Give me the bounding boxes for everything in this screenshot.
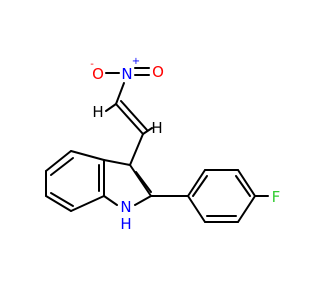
bond-aryl-3-inner	[235, 175, 251, 197]
bond-c6-c7	[45, 195, 72, 212]
bond-aryl-3	[237, 169, 256, 197]
bond-c3-c2	[129, 164, 152, 197]
bond-aryl-1	[187, 169, 206, 197]
bond-c6-c7-inner	[50, 192, 74, 207]
bond-vinyl-double-a	[115, 103, 144, 135]
bond-c2-n1	[134, 195, 152, 206]
atom-oxygen-minus: O	[92, 65, 104, 83]
bond-vinyl-c2-h	[142, 127, 153, 135]
bond-aryl-1-inner	[192, 175, 208, 197]
atom-oxygen-double: O	[152, 63, 164, 81]
nitro-group-bonds	[105, 67, 150, 105]
bond-aryl-6	[187, 195, 206, 223]
atom-fluorine: F	[272, 188, 281, 206]
molecule-svg: O - N + O H H N H F	[45, 56, 280, 233]
atom-labels: O - N + O H H N H F	[90, 56, 280, 233]
bond-c3a-c3	[103, 159, 131, 166]
bond-c7-c7a	[70, 195, 105, 212]
atom-indole-nitrogen: N	[120, 198, 131, 216]
indole-benzene-ring	[45, 150, 105, 212]
molecule-structure-diagram: O - N + O H H N H F	[45, 56, 280, 233]
bond-aryl-4	[237, 195, 256, 223]
atom-nitrogen-nitro: N	[121, 65, 132, 83]
atom-vinyl-h1: H	[92, 103, 103, 121]
bond-vinyl-double-b	[120, 100, 148, 131]
vinyl-bonds	[105, 100, 153, 166]
bond-c3a-c4	[70, 150, 105, 161]
charge-minus: -	[90, 59, 94, 70]
atom-vinyl-h2: H	[151, 119, 162, 137]
indole-pyrrole-ring	[103, 159, 152, 206]
bond-c4-c5-inner	[50, 157, 74, 176]
atom-indole-hydrogen: H	[120, 215, 131, 233]
bond-vinyl-c2-indole-c3	[129, 133, 144, 166]
fluorophenyl-ring	[150, 169, 269, 223]
charge-plus: +	[132, 56, 140, 67]
bond-c4-c5	[45, 150, 72, 172]
bond-c3-c2-inner	[135, 171, 152, 193]
bond-vinyl-c1-h	[105, 103, 117, 112]
bond-n-vinyl-c1	[115, 82, 125, 105]
bond-n1-c7a	[103, 195, 118, 206]
